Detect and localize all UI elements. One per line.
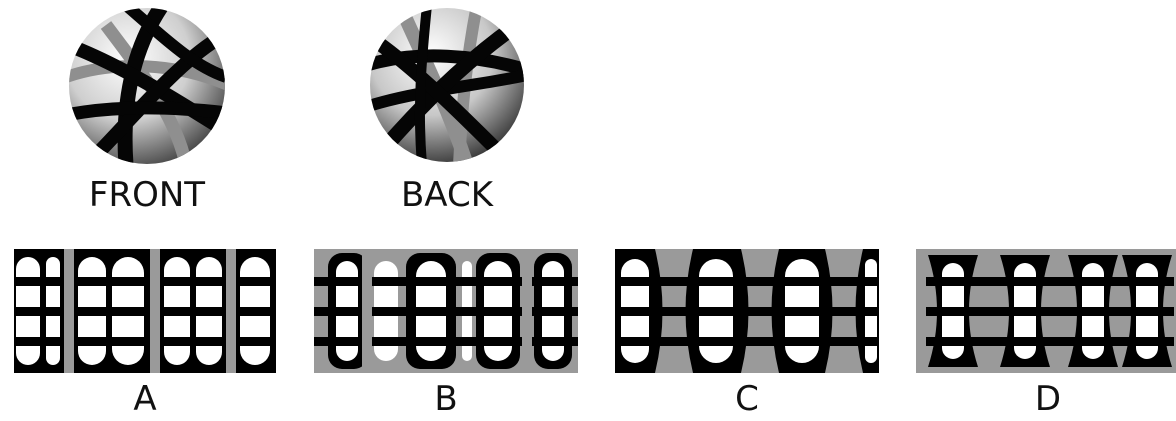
sphere-front	[66, 5, 228, 167]
option-panel-b[interactable]	[314, 249, 578, 373]
option-panel-d[interactable]	[916, 249, 1176, 373]
option-label-d: D	[1018, 382, 1078, 416]
option-panel-c[interactable]	[615, 249, 879, 373]
option-label-c: C	[717, 382, 777, 416]
option-label-b: B	[416, 382, 476, 416]
option-panel-a[interactable]	[14, 249, 276, 373]
sphere-back	[367, 5, 527, 165]
view-label-back: BACK	[362, 178, 532, 212]
view-label-front: FRONT	[62, 178, 232, 212]
option-label-a: A	[115, 382, 175, 416]
